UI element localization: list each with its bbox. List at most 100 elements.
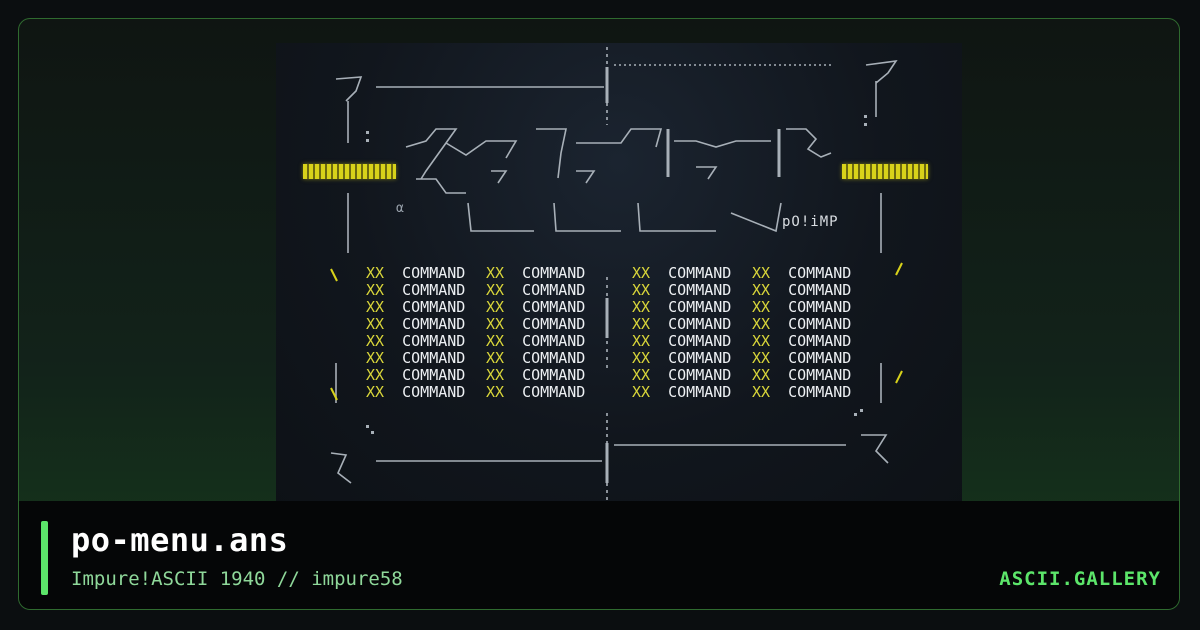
menu-item-marker: XX [752,281,771,299]
menu-item-label: COMMAND [522,383,586,401]
menu-item-label: COMMAND [788,349,852,367]
menu-item: XX COMMAND [486,367,585,384]
menu-item-label: COMMAND [668,264,732,282]
menu-item: XX COMMAND [632,265,731,282]
menu-item-label: COMMAND [402,298,466,316]
info-bar: po-menu.ans Impure!ASCII 1940 // impure5… [19,501,1179,609]
menu-item-marker: XX [366,298,385,316]
menu-item-marker: XX [752,298,771,316]
menu-item-label: COMMAND [668,281,732,299]
menu-item: XX COMMAND [632,350,731,367]
menu-item: XX COMMAND [366,282,465,299]
menu-item: XX COMMAND [486,282,585,299]
menu-item-marker: XX [366,383,385,401]
menu-item-marker: XX [366,264,385,282]
menu-item-marker: XX [366,281,385,299]
menu-item-label: COMMAND [788,298,852,316]
menu-item: XX COMMAND [366,367,465,384]
menu-item-marker: XX [632,332,651,350]
menu-item-marker: XX [752,264,771,282]
menu-item: XX COMMAND [486,299,585,316]
menu-item: XX COMMAND [366,384,465,401]
menu-item-label: COMMAND [668,298,732,316]
menu-item-label: COMMAND [522,264,586,282]
file-title: po-menu.ans [71,521,289,559]
menu-item-label: COMMAND [402,349,466,367]
ansi-frame-lines [330,47,903,513]
menu-item: XX COMMAND [366,333,465,350]
menu-item-marker: XX [632,366,651,384]
artist-tag: pO!iMP [782,214,839,230]
menu-item-marker: XX [632,264,651,282]
menu-item: XX COMMAND [486,350,585,367]
file-subtitle: Impure!ASCII 1940 // impure58 [71,568,403,590]
menu-item: XX COMMAND [752,350,851,367]
menu-item-label: COMMAND [788,315,852,333]
menu-item: XX COMMAND [632,384,731,401]
menu-item-marker: XX [366,349,385,367]
menu-item-label: COMMAND [402,366,466,384]
menu-item: XX COMMAND [366,265,465,282]
menu-item-marker: XX [632,349,651,367]
menu-item-marker: XX [486,383,505,401]
yellow-bar-left [303,164,396,179]
menu-item: XX COMMAND [366,316,465,333]
menu-item-label: COMMAND [668,349,732,367]
menu-item: XX COMMAND [632,282,731,299]
menu-item: XX COMMAND [752,282,851,299]
menu-item-label: COMMAND [522,298,586,316]
menu-item-marker: XX [366,332,385,350]
menu-item-label: COMMAND [402,383,466,401]
brand-link[interactable]: ASCII.GALLERY [999,568,1161,590]
menu-item-marker: XX [752,349,771,367]
menu-item-marker: XX [752,366,771,384]
menu-item-label: COMMAND [788,332,852,350]
menu-item: XX COMMAND [752,265,851,282]
menu-item-label: COMMAND [668,383,732,401]
menu-item: XX COMMAND [486,265,585,282]
menu-item-marker: XX [486,298,505,316]
accent-stripe [41,521,48,595]
menu-item-marker: XX [752,315,771,333]
menu-item-marker: XX [486,332,505,350]
yellow-bar-right [842,164,928,179]
menu-item: XX COMMAND [486,316,585,333]
menu-item-marker: XX [632,298,651,316]
menu-item-marker: XX [752,332,771,350]
menu-item: XX COMMAND [366,350,465,367]
menu-item-label: COMMAND [522,315,586,333]
menu-item-label: COMMAND [522,349,586,367]
menu-item-label: COMMAND [668,366,732,384]
menu-item: XX COMMAND [486,333,585,350]
menu-item: XX COMMAND [632,333,731,350]
menu-item-marker: XX [632,383,651,401]
menu-item-label: COMMAND [788,383,852,401]
menu-item-marker: XX [366,315,385,333]
menu-item-label: COMMAND [788,281,852,299]
menu-item-marker: XX [486,349,505,367]
menu-item: XX COMMAND [752,299,851,316]
menu-item: XX COMMAND [632,299,731,316]
menu-item: XX COMMAND [752,384,851,401]
menu-item-label: COMMAND [402,281,466,299]
menu-item: XX COMMAND [752,316,851,333]
menu-item-label: COMMAND [788,366,852,384]
menu-item-label: COMMAND [402,315,466,333]
menu-item-label: COMMAND [522,332,586,350]
menu-item-label: COMMAND [402,332,466,350]
menu-item: XX COMMAND [752,333,851,350]
menu-item-marker: XX [486,264,505,282]
menu-item-label: COMMAND [522,366,586,384]
menu-item: XX COMMAND [752,367,851,384]
alpha-glyph: α [396,201,404,216]
menu-item: XX COMMAND [366,299,465,316]
menu-item-marker: XX [486,281,505,299]
menu-item: XX COMMAND [632,367,731,384]
menu-item-marker: XX [632,315,651,333]
menu-item-label: COMMAND [668,332,732,350]
